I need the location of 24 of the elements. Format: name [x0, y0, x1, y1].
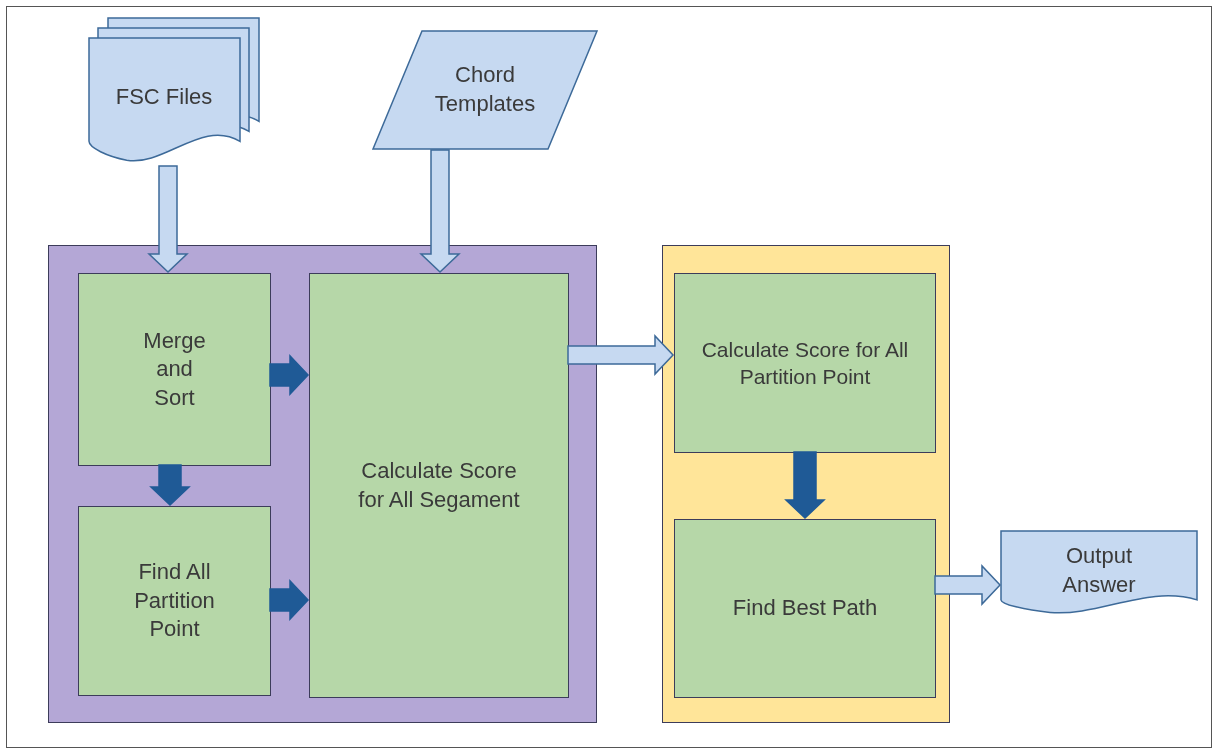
node-label: Merge and Sort	[142, 326, 207, 412]
block-arrow	[567, 334, 675, 376]
group-panel	[48, 245, 597, 723]
block-arrow	[269, 579, 310, 621]
node-label: Output Answer	[1061, 542, 1137, 599]
node-label: Chord Templates	[433, 61, 537, 118]
block-arrow	[269, 354, 310, 396]
node-label: Calculate Score for All Partition Point	[700, 336, 910, 390]
process-box	[674, 519, 936, 698]
block-arrow	[147, 165, 189, 274]
data-parallelogram	[372, 30, 598, 150]
node-label: Find Best Path	[732, 594, 878, 623]
process-box	[309, 273, 569, 698]
block-arrow	[784, 451, 826, 520]
block-arrow	[419, 149, 461, 274]
process-box	[78, 506, 271, 696]
process-box	[78, 273, 271, 466]
node-label: FSC Files	[115, 82, 213, 111]
block-arrow	[149, 464, 191, 507]
process-box	[674, 273, 936, 453]
node-label: Calculate Score for All Segament	[357, 456, 521, 514]
node-label: Find All Partition Point	[133, 558, 216, 644]
group-panel	[662, 245, 950, 723]
block-arrow	[934, 564, 1002, 606]
